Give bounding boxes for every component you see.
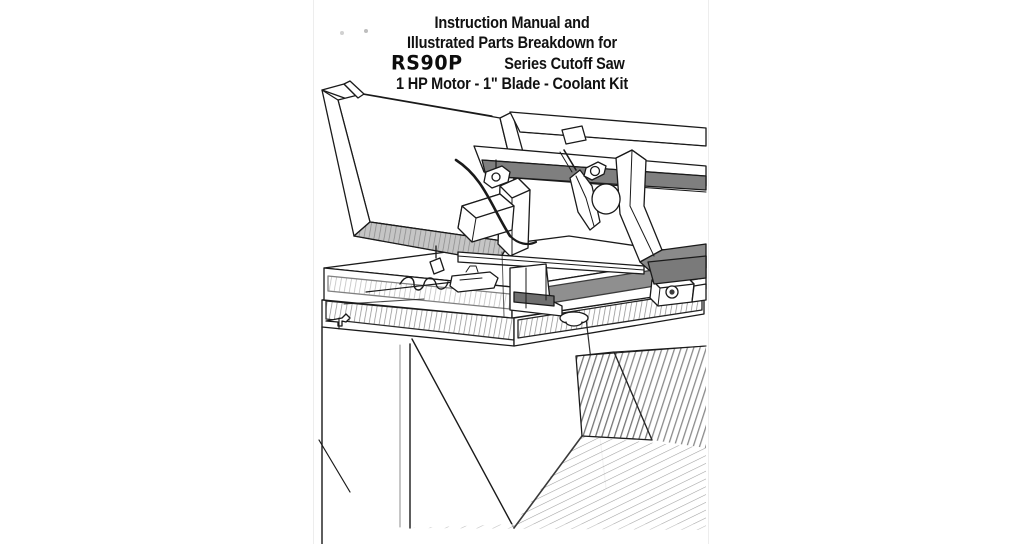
scan-speck-icon — [364, 29, 368, 33]
title-line-4-specs: 1 HP Motor - 1" Blade - Coolant Kit — [396, 75, 628, 93]
title-line-2: Illustrated Parts Breakdown for — [407, 33, 617, 52]
scanned-manual-cover-page: Instruction Manual and Illustrated Parts… — [313, 0, 709, 544]
manual-title-block: Instruction Manual and Illustrated Parts… — [314, 14, 708, 95]
scan-speck-icon — [340, 31, 344, 35]
title-line-1: Instruction Manual and — [434, 14, 590, 32]
cutoff-saw-illustration — [314, 0, 708, 544]
handwritten-model-code: RS90P — [390, 51, 463, 75]
model-line: RS90P Series Cutoff Saw — [314, 51, 708, 75]
series-label: Series Cutoff Saw — [504, 55, 626, 73]
